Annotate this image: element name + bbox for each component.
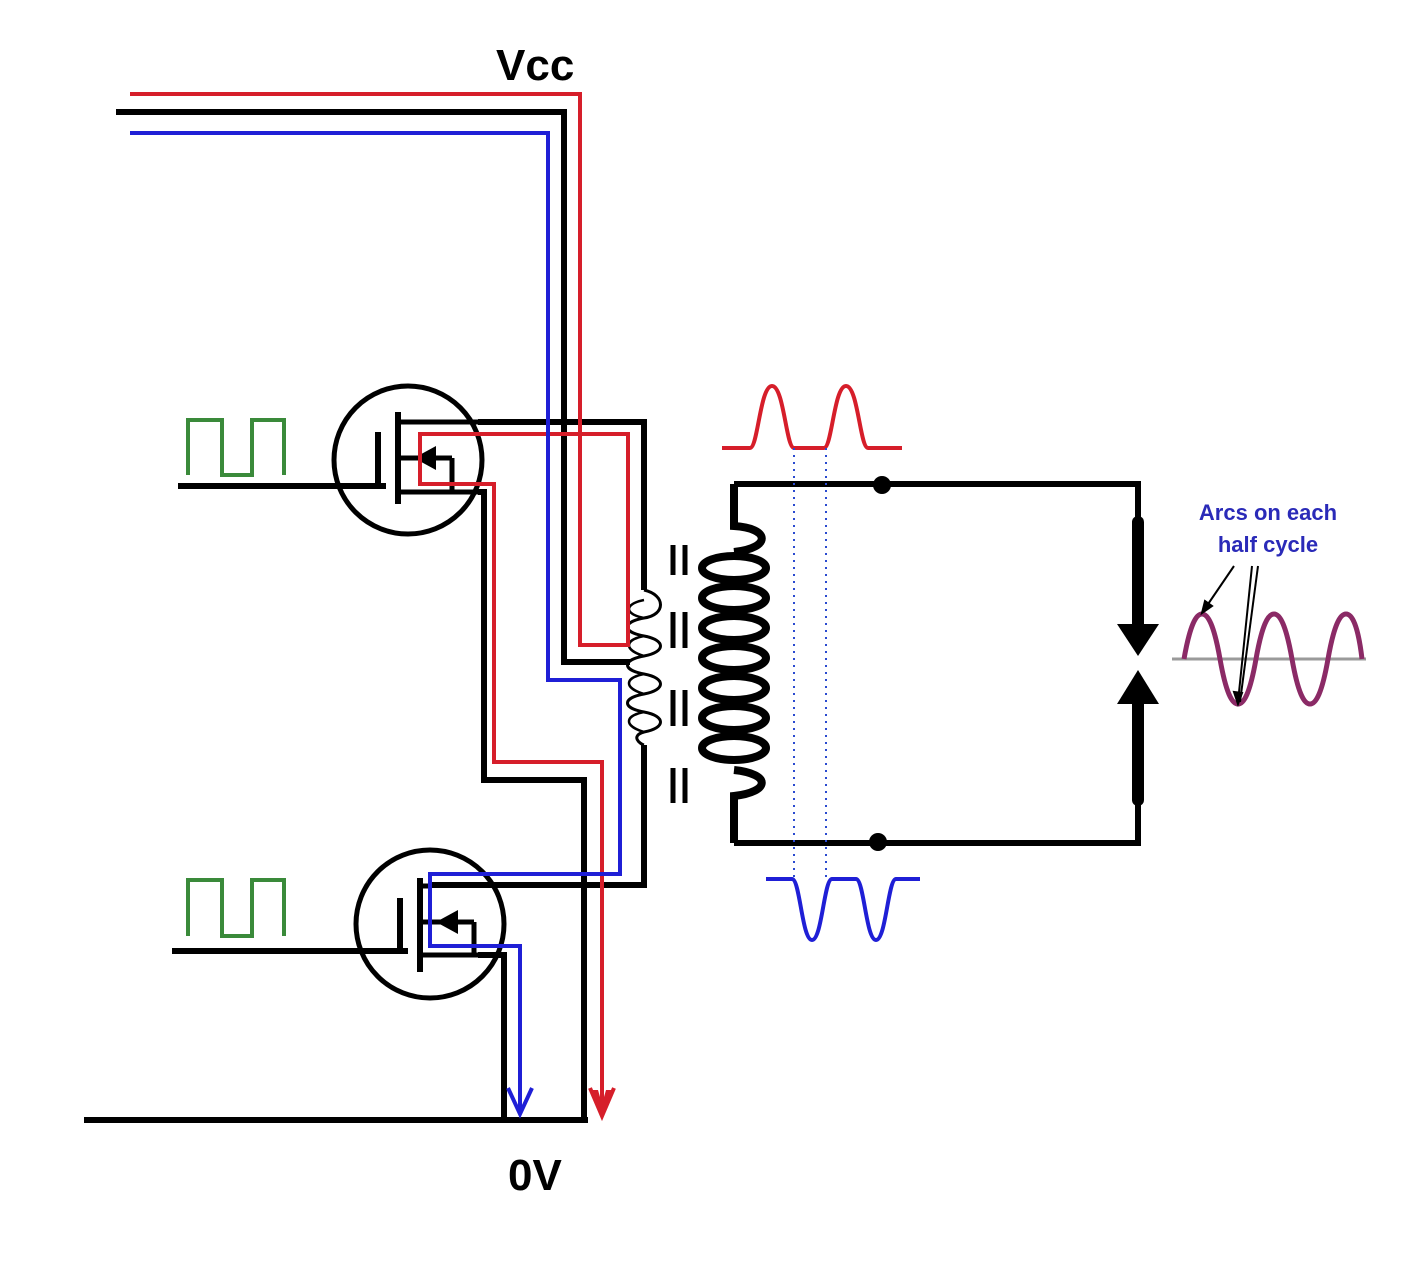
secondary-bottom-wire	[734, 790, 1141, 846]
annotation-arrows	[1200, 565, 1259, 708]
secondary-coil-icon	[698, 484, 770, 843]
bottom-gate-signal-icon	[186, 878, 286, 938]
zero-volt-label: 0V	[508, 1151, 562, 1200]
red-current-path	[130, 92, 630, 1110]
top-drain-wire	[478, 419, 647, 590]
arc-annotation-line2: half cycle	[1218, 532, 1318, 557]
primary-coil-icon	[626, 588, 662, 747]
top-mosfet-body	[331, 383, 485, 537]
spark-gap-icon	[1117, 516, 1159, 806]
vcc-rail-wire	[116, 109, 630, 665]
top-source-wire	[478, 489, 587, 1120]
top-gate-signal-icon	[186, 418, 286, 477]
bottom-drain-wire	[430, 745, 647, 888]
blue-arrow-head	[506, 1087, 534, 1119]
red-arrow-head	[588, 1087, 616, 1122]
transistor-icon	[331, 383, 485, 537]
blue-negative-pulses	[766, 877, 920, 943]
black-wiring	[84, 109, 1141, 1123]
junction-dot-top	[873, 476, 891, 494]
output-sine-wave	[1181, 611, 1365, 707]
red-positive-pulses	[722, 383, 902, 450]
vcc-label: Vcc	[496, 41, 574, 90]
bottom-mosfet-body	[353, 847, 507, 1001]
red-arrow-down	[590, 1090, 614, 1116]
junction-dot-bottom	[869, 833, 887, 851]
arc-annotation-line1: Arcs on each	[1199, 500, 1337, 525]
blue-current-path	[130, 131, 622, 1110]
transformer-core-marks	[670, 545, 688, 803]
bottom-source-wire	[478, 952, 507, 1120]
transistor-icon	[353, 847, 507, 1001]
